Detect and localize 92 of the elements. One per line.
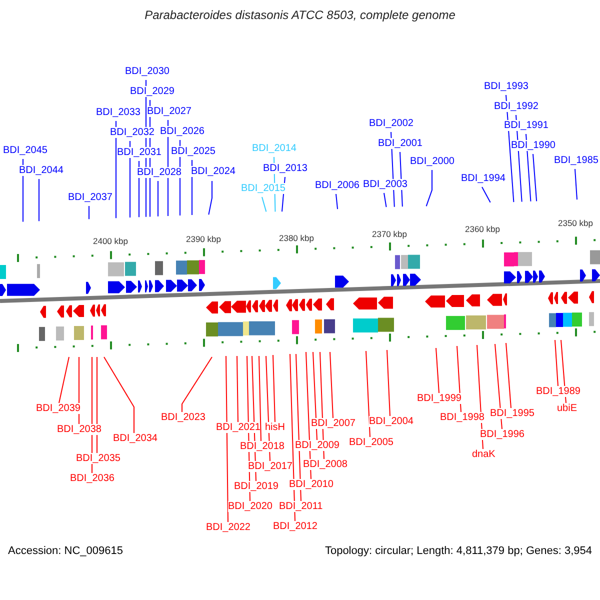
- leader-line: [290, 354, 296, 522]
- gene-label: BDI_2012: [273, 521, 318, 532]
- leader-line: [386, 350, 390, 416]
- leader-line: [312, 352, 318, 440]
- gene-label: BDI_2024: [191, 166, 236, 177]
- gene-label: BDI_1999: [417, 393, 462, 404]
- gene-label: BDI_2020: [228, 501, 272, 512]
- scale-label: 2390 kbp: [186, 234, 221, 245]
- gene-label: BDI_2001: [378, 138, 422, 149]
- gene-label: BDI_2008: [303, 459, 348, 470]
- gene-label: BDI_1991: [504, 120, 548, 131]
- gene-label: BDI_2033: [96, 107, 140, 118]
- gene-label: BDI_2023: [161, 412, 206, 423]
- gene-label: BDI_2038: [57, 424, 102, 435]
- gene-label: BDI_2027: [147, 106, 192, 117]
- gene-label: BDI_2025: [171, 146, 216, 157]
- accession-text: Accession: NC_009615: [8, 546, 123, 557]
- leader-line: [226, 356, 228, 522]
- gene-label: BDI_2026: [160, 126, 204, 137]
- leader-line: [182, 356, 212, 412]
- gene-label: BDI_2011: [279, 501, 323, 512]
- gene-label: BDI_2029: [130, 86, 174, 97]
- gene-label: BDI_2014: [252, 143, 296, 154]
- leader-line: [236, 356, 238, 422]
- leader-line: [482, 186, 491, 203]
- gene-label: BDI_2004: [369, 416, 414, 427]
- leader-line: [88, 206, 90, 220]
- gene-label: BDI_1985: [554, 155, 598, 166]
- leader-line: [104, 356, 134, 434]
- gene-label: BDI_2022: [206, 522, 250, 533]
- gene-label: BDI_2044: [19, 165, 64, 176]
- gene-label: BDI_1995: [490, 408, 534, 419]
- leader-line: [208, 180, 212, 216]
- gene-label: BDI_1998: [440, 412, 484, 423]
- gene-label: BDI_2032: [110, 127, 154, 138]
- gene-label: BDI_2006: [315, 180, 360, 191]
- gene-label: BDI_2039: [36, 403, 80, 414]
- genome-summary: Topology: circular; Length: 4,811,379 bp; Genes: 3,954: [324, 546, 592, 557]
- gene-label: BDI_2031: [117, 147, 162, 158]
- gene-label: dnaK: [472, 449, 496, 460]
- scale-label: 2360 kbp: [465, 224, 500, 235]
- gene-label: BDI_2036: [70, 473, 114, 484]
- leader-line: [330, 352, 334, 418]
- leader-line: [296, 354, 302, 502]
- gene-label: BDI_2021: [216, 422, 260, 433]
- leader-line: [436, 348, 440, 394]
- leader-line: [384, 192, 387, 208]
- leader-line: [258, 356, 262, 442]
- gene-label: ubiE: [557, 403, 578, 414]
- gene-label: hisH: [265, 422, 286, 433]
- scale-label: 2350 kbp: [558, 218, 593, 229]
- gene-label: BDI_1993: [484, 81, 528, 92]
- gene-label: BDI_2045: [3, 145, 48, 156]
- leader-line: [366, 350, 370, 438]
- gene-label: BDI_1990: [511, 140, 556, 151]
- leader-line: [532, 154, 538, 202]
- leader-line: [336, 194, 338, 210]
- leader-line: [262, 196, 267, 212]
- gene-label: BDI_2009: [295, 440, 340, 451]
- leader-line: [574, 168, 578, 200]
- leader-line: [266, 356, 270, 462]
- leader-line: [554, 340, 558, 386]
- gene-label: BDI_2028: [137, 167, 182, 178]
- scale-label: 2380 kbp: [279, 233, 314, 244]
- gene-label: BDI_2002: [369, 118, 414, 129]
- gene-label: BDI_2013: [263, 163, 308, 174]
- gene-label: BDI_2035: [76, 453, 120, 464]
- gene-label: BDI_2003: [363, 179, 408, 190]
- gene-label: BDI_2018: [240, 441, 284, 452]
- leader-line: [58, 356, 70, 404]
- scale-label: 2370 kbp: [372, 229, 407, 240]
- leader-line: [494, 344, 502, 430]
- gene-label: BDI_2017: [248, 461, 292, 472]
- gene-label: BDI_2007: [311, 418, 356, 429]
- scale-label: 2400 kbp: [93, 236, 128, 247]
- gene-label: BDI_2005: [349, 437, 394, 448]
- gene-label: BDI_2019: [234, 481, 278, 492]
- leader-line: [426, 170, 432, 207]
- gene-label: BDI_2000: [410, 156, 454, 167]
- gene-label: BDI_1994: [461, 173, 506, 184]
- gene-label: BDI_1992: [494, 101, 538, 112]
- gene-label: BDI_1996: [480, 429, 524, 440]
- gene-label: BDI_1989: [536, 386, 580, 397]
- leader-line: [38, 178, 40, 222]
- gene-label: BDI_2034: [113, 433, 158, 444]
- leader-line: [96, 356, 98, 454]
- gene-label: BDI_2010: [289, 479, 334, 490]
- leader-line: [506, 342, 512, 408]
- gene-label: BDI_2037: [68, 192, 112, 203]
- leader-line: [272, 354, 276, 422]
- gene-label: BDI_2015: [241, 183, 286, 194]
- gene-label: BDI_2030: [125, 66, 170, 77]
